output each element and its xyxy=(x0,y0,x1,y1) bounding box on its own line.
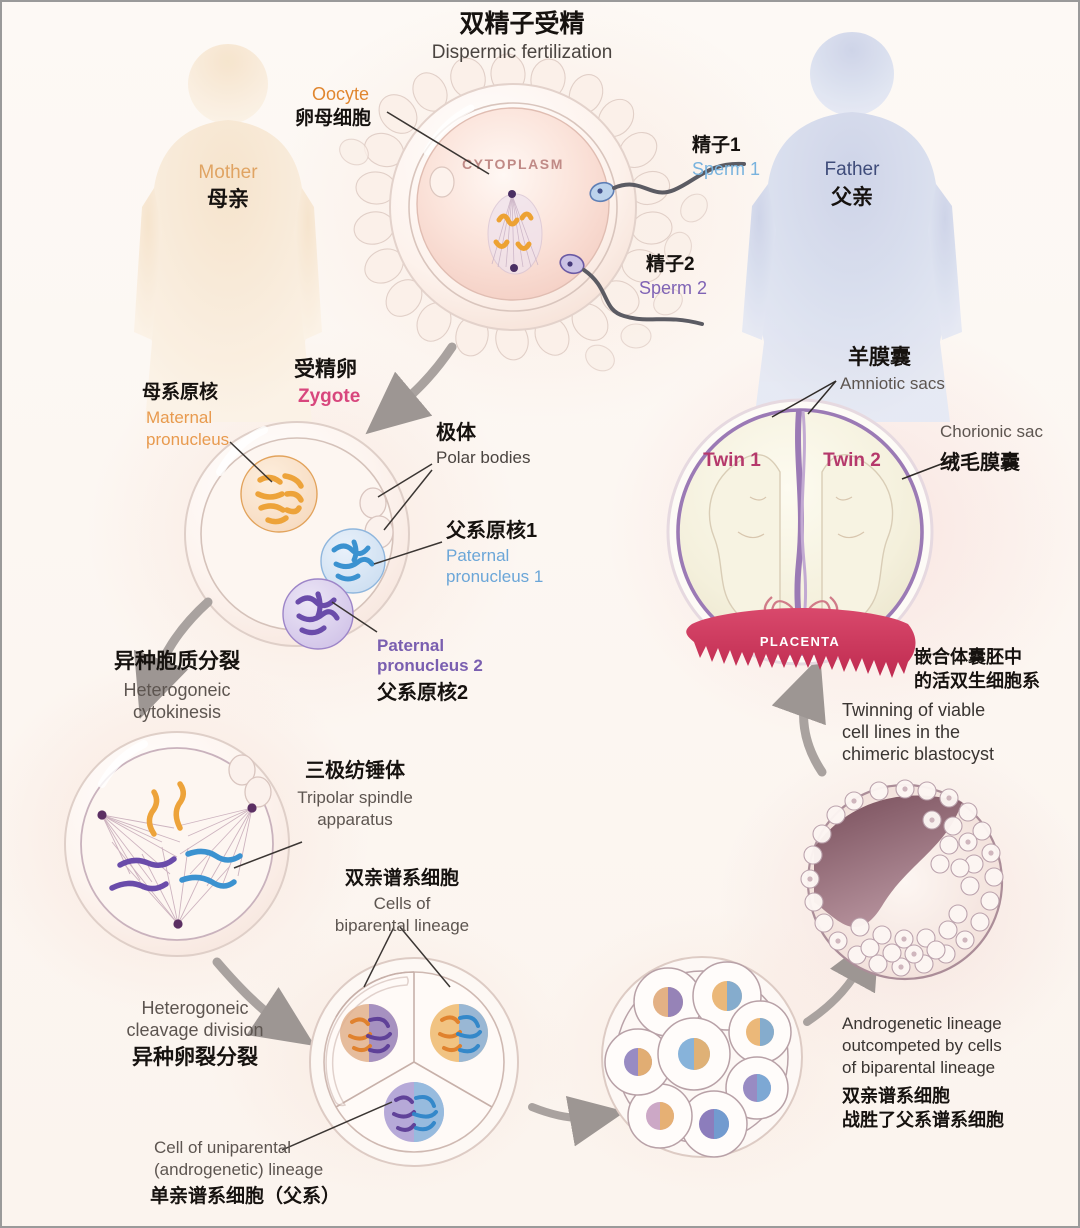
zygote-label-en: Zygote xyxy=(298,386,361,407)
paternal2-label-en2: pronucleus 2 xyxy=(377,656,483,675)
chorionic-label-cn: 绒毛膜囊 xyxy=(940,452,1020,474)
page-title-en: Dispermic fertilization xyxy=(431,42,613,63)
biparental-label-en1: Cells of xyxy=(373,894,431,913)
paternal1-label-en2: pronucleus 1 xyxy=(446,567,544,586)
uniparental-label-en2: (androgenetic) lineage xyxy=(154,1160,324,1179)
arrow-morula-to-blastocyst xyxy=(803,931,880,1026)
fetus-twin-2 xyxy=(821,454,894,630)
maternal-pronucleus-label-en2: pronucleus xyxy=(146,430,230,449)
oocyte-leader xyxy=(386,111,490,175)
tripolar-label-en2: apparatus xyxy=(317,810,393,829)
paternal1-label-en1: Paternal xyxy=(446,546,510,565)
maternal-pronucleus xyxy=(240,455,318,533)
placenta-shape xyxy=(686,608,916,678)
meiotic-spindle xyxy=(487,190,543,275)
father-label-cn: 父亲 xyxy=(831,186,873,209)
oocyte-label-cn: 卵母细胞 xyxy=(295,108,372,129)
sperm2-label-en: Sperm 2 xyxy=(639,278,708,298)
paternal2-leader xyxy=(331,601,378,633)
amniotic-label-en: Amniotic sacs xyxy=(840,374,945,393)
twin2-label: Twin 2 xyxy=(823,450,881,471)
paternal-pronucleus-2 xyxy=(282,578,354,650)
blastomere-nucleus-1 xyxy=(340,1004,398,1062)
blastomere-nucleus-2 xyxy=(430,1004,488,1062)
sperm2-label-cn: 精子2 xyxy=(646,254,695,275)
cleavage-label-cn: 异种卵裂分裂 xyxy=(132,1046,258,1069)
androgenetic-en3: of biparental lineage xyxy=(842,1058,996,1077)
father-label-en: Father xyxy=(824,159,880,180)
amniotic-label-cn: 羊膜囊 xyxy=(848,346,911,369)
blastocyst xyxy=(800,779,1004,981)
tripolar-label-en1: Tripolar spindle xyxy=(297,788,413,807)
cleavage-label-en2: cleavage division xyxy=(126,1020,264,1040)
amnion-leader-2 xyxy=(807,380,837,415)
amnion-leader-1 xyxy=(771,380,837,418)
twinning-cn1: 嵌合体囊胚中 xyxy=(914,647,1022,667)
polar-leader-1 xyxy=(377,463,433,498)
polar-bodies-label-en: Polar bodies xyxy=(436,448,531,467)
paternal-pronucleus-1 xyxy=(320,528,386,594)
arrow-threecell-to-morula xyxy=(528,1095,626,1147)
paternal2-label-en1: Paternal xyxy=(377,636,445,655)
twinning-en3: chimeric blastocyst xyxy=(842,744,995,764)
paternal2-label-cn: 父系原核2 xyxy=(377,682,469,704)
sperm1-label-en: Sperm 1 xyxy=(692,159,761,179)
arrow-blastocyst-to-twins xyxy=(771,656,827,777)
morula-embryo xyxy=(601,956,803,1158)
twinning-cn2: 的活双生细胞系 xyxy=(914,671,1040,691)
polar-leader-2 xyxy=(383,469,433,531)
twin1-label: Twin 1 xyxy=(703,450,761,471)
maternal-pronucleus-label-en1: Maternal xyxy=(146,408,213,427)
oocyte-label-en: Oocyte xyxy=(312,84,370,104)
paternal1-label-cn: 父系原核1 xyxy=(446,520,538,542)
zygote-label-cn: 受精卵 xyxy=(294,358,357,381)
page-title-cn: 双精子受精 xyxy=(459,10,585,38)
tripolar-leader xyxy=(233,841,303,869)
androgenetic-cn2: 战胜了父系谱系细胞 xyxy=(842,1110,1004,1130)
androgenetic-cn1: 双亲谱系细胞 xyxy=(842,1086,950,1106)
polar-body-1 xyxy=(359,487,387,519)
heterogoneic-cytokinesis-en1: Heterogoneic xyxy=(123,680,231,700)
maternal-pronucleus-label-cn: 母系原核 xyxy=(142,382,219,403)
oocyte-cell: CYTOPLASM xyxy=(339,53,708,372)
fetus-twin-1 xyxy=(708,454,781,630)
maternal-leader xyxy=(229,441,273,483)
biparental-label-cn: 双亲谱系细胞 xyxy=(344,868,459,889)
placenta-label: PLACENTA xyxy=(760,634,840,649)
androgenetic-en2: outcompeted by cells xyxy=(842,1036,1002,1055)
twinning-en1: Twinning of viable xyxy=(842,700,986,720)
polar-bodies-label-cn: 极体 xyxy=(436,422,476,444)
umbilical-1 xyxy=(763,596,796,652)
morula-nuclei xyxy=(624,981,774,1139)
biparental-label-en2: biparental lineage xyxy=(334,916,470,935)
chorionic-label-en: Chorionic sac xyxy=(940,422,1043,441)
mother-label-en: Mother xyxy=(198,162,258,183)
uniparental-leader xyxy=(281,1101,393,1151)
tripolar-label-cn: 三极纺锤体 xyxy=(305,760,405,782)
blastomere-nucleus-3 xyxy=(384,1082,444,1142)
arrow-oocyte-to-zygote xyxy=(365,342,457,435)
cytoplasm-label: CYTOPLASM xyxy=(462,156,564,172)
polar-body-2 xyxy=(364,515,394,549)
zygote-cell xyxy=(184,421,410,650)
twinning-en2: cell lines in the xyxy=(842,722,961,742)
heterogoneic-cytokinesis-en2: cytokinesis xyxy=(132,702,222,722)
uniparental-label-en1: Cell of uniparental xyxy=(154,1138,292,1157)
paternal1-leader xyxy=(373,541,443,565)
cleavage-label-en1: Heterogoneic xyxy=(141,998,249,1018)
androgenetic-en1: Androgenetic lineage xyxy=(842,1014,1002,1033)
uniparental-label-cn: 单亲谱系细胞（父系） xyxy=(150,1186,341,1207)
umbilical-2 xyxy=(806,596,839,652)
sperm1-label-cn: 精子1 xyxy=(692,135,741,156)
twin-gestation: PLACENTA xyxy=(666,398,934,678)
three-cell-embryo xyxy=(309,957,519,1167)
mother-label-cn: 母亲 xyxy=(207,188,249,211)
tripolar-cell xyxy=(64,731,290,957)
heterogoneic-cytokinesis-cn: 异种胞质分裂 xyxy=(114,650,240,673)
